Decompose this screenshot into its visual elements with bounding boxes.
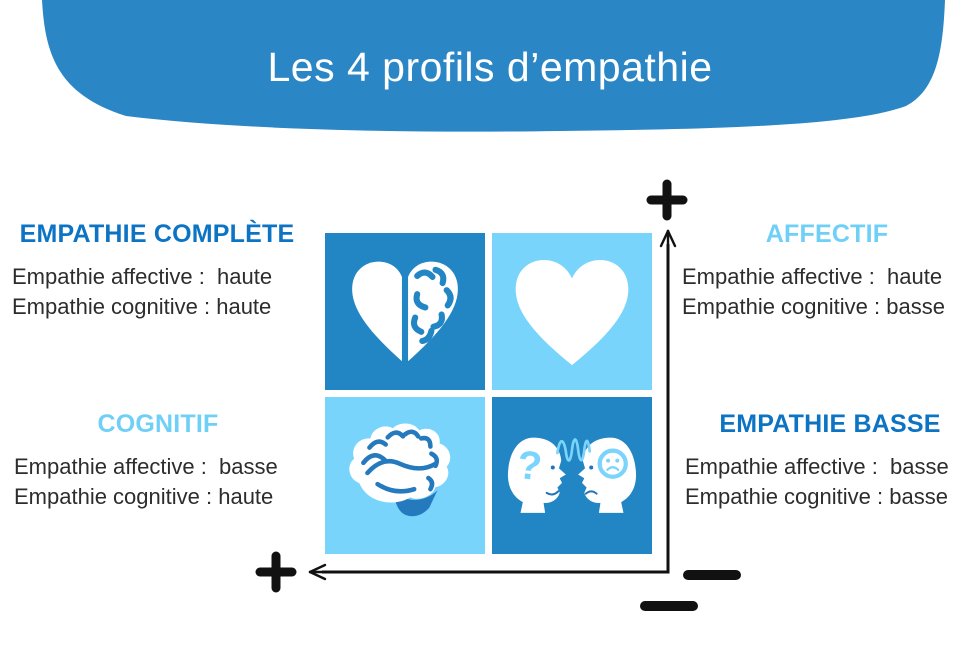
x-axis-arrowhead-icon: [308, 563, 327, 581]
svg-text:?: ?: [515, 442, 544, 488]
plus-icon-horizontal-left: [255, 551, 297, 593]
profile-line: Empathie affective : basse: [14, 454, 278, 479]
quadrant-grid: ?: [325, 233, 652, 554]
profile-line: Empathie affective : haute: [682, 264, 943, 289]
plus-icon-vertical-top: [646, 179, 688, 221]
header-banner: [42, 0, 945, 132]
quadrant-cognitif: [325, 397, 485, 554]
profile-line: Empathie affective : basse: [685, 454, 949, 479]
communication-heads-icon: ?: [507, 437, 637, 513]
profile-title: EMPATHIE COMPLÈTE: [19, 220, 295, 248]
profile-line: Empathie cognitive : basse: [685, 484, 948, 509]
banner-shape: [42, 0, 945, 132]
profile-title: AFFECTIF: [765, 220, 889, 248]
profile-line: Empathie cognitive : haute: [12, 294, 272, 319]
profile-affectif: AFFECTIF Empathie affective : haute Empa…: [682, 220, 972, 322]
profile-line: Empathie cognitive : basse: [682, 294, 945, 319]
profile-line: Empathie affective : haute: [12, 264, 273, 289]
profile-line: Empathie cognitive : haute: [14, 484, 274, 509]
heart-icon: [515, 259, 629, 365]
profile-title: EMPATHIE BASSE: [719, 410, 941, 438]
profile-empathie-complete: EMPATHIE COMPLÈTE Empathie affective : h…: [12, 220, 302, 322]
brain-icon: [349, 423, 451, 516]
profile-empathie-basse: EMPATHIE BASSE Empathie affective : bass…: [685, 410, 975, 512]
page-title: Les 4 profils d’empathie: [267, 44, 713, 90]
quadrant-empathie-basse: ?: [492, 397, 652, 554]
quadrant-affectif: [492, 233, 652, 390]
profile-cognitif: COGNITIF Empathie affective : basse Empa…: [14, 410, 302, 512]
y-axis-arrowhead-icon: [659, 229, 677, 248]
profile-title: COGNITIF: [97, 410, 219, 438]
quadrant-empathie-complete: [325, 233, 485, 390]
heart-brain-icon: [352, 261, 458, 361]
